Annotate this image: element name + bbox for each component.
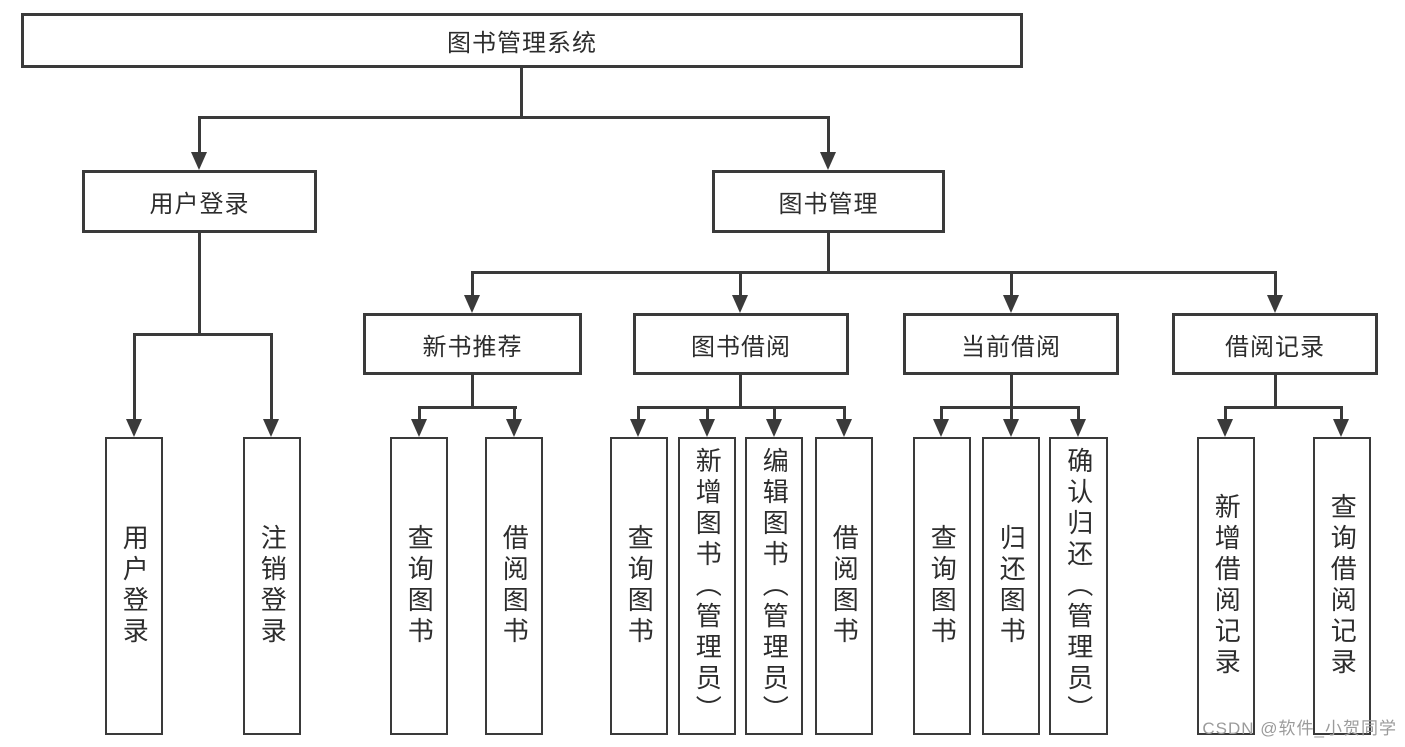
connector-line	[739, 375, 742, 409]
connector-line	[471, 375, 474, 409]
connector-line	[843, 406, 846, 421]
connector-line	[940, 406, 1079, 409]
arrow-head	[126, 419, 142, 437]
leaf-borrow-books-1-label: 借阅图书	[499, 524, 530, 648]
connector-line	[1274, 375, 1277, 409]
leaf-query-borrow-record-label: 查询借阅记录	[1327, 493, 1358, 679]
leaf-query-books-3-label: 查询图书	[927, 524, 958, 648]
leaf-add-borrow-record: 新增借阅记录	[1197, 437, 1255, 735]
connector-line	[471, 271, 474, 297]
node-root-system: 图书管理系统	[21, 13, 1023, 68]
connector-line	[198, 116, 830, 119]
leaf-query-books-2: 查询图书	[610, 437, 668, 735]
node-book-borrowing-label: 图书借阅	[691, 333, 791, 361]
leaf-borrow-books-2-label: 借阅图书	[829, 524, 860, 648]
leaf-user-login-label: 用户登录	[119, 524, 150, 648]
node-current-borrowing: 当前借阅	[903, 313, 1119, 375]
arrow-head	[1003, 419, 1019, 437]
node-book-borrowing: 图书借阅	[633, 313, 849, 375]
connector-line	[133, 333, 273, 336]
arrow-head	[1267, 295, 1283, 313]
leaf-logout-label: 注销登录	[257, 524, 288, 648]
arrow-head	[464, 295, 480, 313]
arrow-head	[506, 419, 522, 437]
connector-line	[1010, 375, 1013, 409]
node-new-book-recommend: 新书推荐	[363, 313, 582, 375]
leaf-borrow-books-1: 借阅图书	[485, 437, 543, 735]
connector-line	[1077, 406, 1080, 421]
arrow-head	[732, 295, 748, 313]
connector-line	[418, 406, 517, 409]
connector-line	[1224, 406, 1227, 421]
node-new-book-recommend-label: 新书推荐	[422, 333, 523, 361]
leaf-edit-books-admin-label: 编辑图书（管理员）	[759, 446, 790, 726]
connector-line	[198, 233, 201, 336]
leaf-logout: 注销登录	[243, 437, 301, 735]
connector-line	[198, 116, 201, 153]
connector-line	[471, 271, 1277, 274]
node-borrowing-records-label: 借阅记录	[1225, 333, 1325, 361]
leaf-return-books: 归还图书	[982, 437, 1040, 735]
connector-line	[706, 406, 709, 421]
connector-line	[637, 406, 640, 421]
arrow-head	[630, 419, 646, 437]
connector-line	[637, 406, 845, 409]
leaf-user-login: 用户登录	[105, 437, 163, 735]
arrow-head	[699, 419, 715, 437]
leaf-query-borrow-record: 查询借阅记录	[1313, 437, 1371, 735]
leaf-add-books-admin-label: 新增图书（管理员）	[692, 446, 723, 726]
leaf-query-books-1: 查询图书	[390, 437, 448, 735]
leaf-query-books-1-label: 查询图书	[404, 524, 435, 648]
connector-line	[1010, 271, 1013, 297]
connector-line	[773, 406, 776, 421]
arrow-head	[820, 152, 836, 170]
watermark-text: CSDN @软件_小贺同学	[1202, 719, 1397, 738]
connector-line	[1224, 406, 1343, 409]
connector-line	[418, 406, 421, 421]
leaf-return-books-label: 归还图书	[996, 524, 1027, 648]
leaf-borrow-books-2: 借阅图书	[815, 437, 873, 735]
connector-line	[270, 333, 273, 421]
leaf-confirm-return-admin: 确认归还（管理员）	[1049, 437, 1108, 735]
arrow-head	[1333, 419, 1349, 437]
node-user-login-label: 用户登录	[149, 191, 250, 218]
node-current-borrowing-label: 当前借阅	[961, 333, 1061, 361]
leaf-edit-books-admin: 编辑图书（管理员）	[745, 437, 803, 735]
connector-line	[827, 116, 830, 153]
connector-line	[739, 271, 742, 297]
connector-line	[1274, 271, 1277, 297]
node-user-login: 用户登录	[82, 170, 317, 233]
arrow-head	[766, 419, 782, 437]
node-borrowing-records: 借阅记录	[1172, 313, 1378, 375]
arrow-head	[933, 419, 949, 437]
leaf-add-books-admin: 新增图书（管理员）	[678, 437, 736, 735]
arrow-head	[191, 152, 207, 170]
connector-line	[520, 68, 523, 117]
arrow-head	[1217, 419, 1233, 437]
connector-line	[1340, 406, 1343, 421]
arrow-head	[411, 419, 427, 437]
connector-line	[133, 333, 136, 421]
connector-line	[940, 406, 943, 421]
leaf-add-borrow-record-label: 新增借阅记录	[1211, 493, 1242, 679]
node-book-management: 图书管理	[712, 170, 945, 233]
leaf-confirm-return-admin-label: 确认归还（管理员）	[1063, 446, 1094, 726]
node-root-label: 图书管理系统	[447, 30, 597, 57]
connector-line	[513, 406, 516, 421]
connector-line	[1010, 406, 1013, 421]
arrow-head	[1070, 419, 1086, 437]
connector-line	[827, 233, 830, 274]
node-book-management-label: 图书管理	[778, 191, 879, 218]
arrow-head	[836, 419, 852, 437]
leaf-query-books-2-label: 查询图书	[624, 524, 655, 648]
arrow-head	[263, 419, 279, 437]
leaf-query-books-3: 查询图书	[913, 437, 971, 735]
arrow-head	[1003, 295, 1019, 313]
